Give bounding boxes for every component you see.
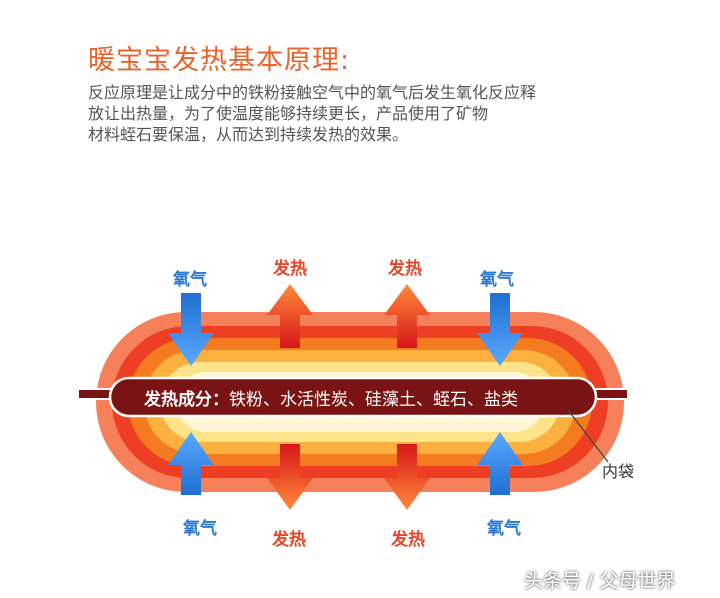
oxygen-label-bottom-right: 氧气 [487,519,521,539]
watermark: 头条号 / 父母世界 [524,570,676,592]
oxygen-arrow-top-right [477,293,523,366]
description-line-3: 材料蛭石要保温，从而达到持续发热的效果。 [88,125,409,144]
inner-bag-pointer [567,409,609,463]
heat-arrow-top-right [384,284,430,348]
heat-label-bottom-left: 发热 [272,530,306,550]
oxygen-label-top-right: 氧气 [480,270,514,290]
heat-label-bottom-right: 发热 [391,530,425,550]
ingredient-text: 发热成分：铁粉、水活性炭、硅藻土、蛭石、盐类 [144,385,518,410]
description: 反应原理是让成分中的铁粉接触空气中的氧气后发生氧化反应释 放让出热量，为了使温度… [88,82,588,145]
oxygen-arrow-bottom-left [168,432,214,495]
page-title: 暖宝宝发热基本原理: [88,45,351,76]
description-line-1: 反应原理是让成分中的铁粉接触空气中的氧气后发生氧化反应释 [88,83,537,102]
oxygen-arrow-bottom-right [477,432,523,495]
heat-arrow-bottom-left [267,444,313,510]
ingredient-list: 铁粉、水活性炭、硅藻土、蛭石、盐类 [229,390,518,410]
oxygen-arrow-top-left [168,293,214,366]
heat-arrow-top-left [267,284,313,348]
ingredient-bar [108,376,598,418]
heat-arrow-bottom-right [384,444,430,510]
heat-label-top-right: 发热 [388,259,422,279]
ingredient-prefix: 发热成分： [144,390,229,410]
oxygen-label-bottom-left: 氧气 [183,519,217,539]
inner-bag-label: 内袋 [602,462,635,481]
oxygen-label-top-left: 氧气 [173,270,207,290]
description-line-2: 放让出热量，为了使温度能够持续更长，产品使用了矿物 [88,104,489,123]
heat-label-top-left: 发热 [273,259,307,279]
